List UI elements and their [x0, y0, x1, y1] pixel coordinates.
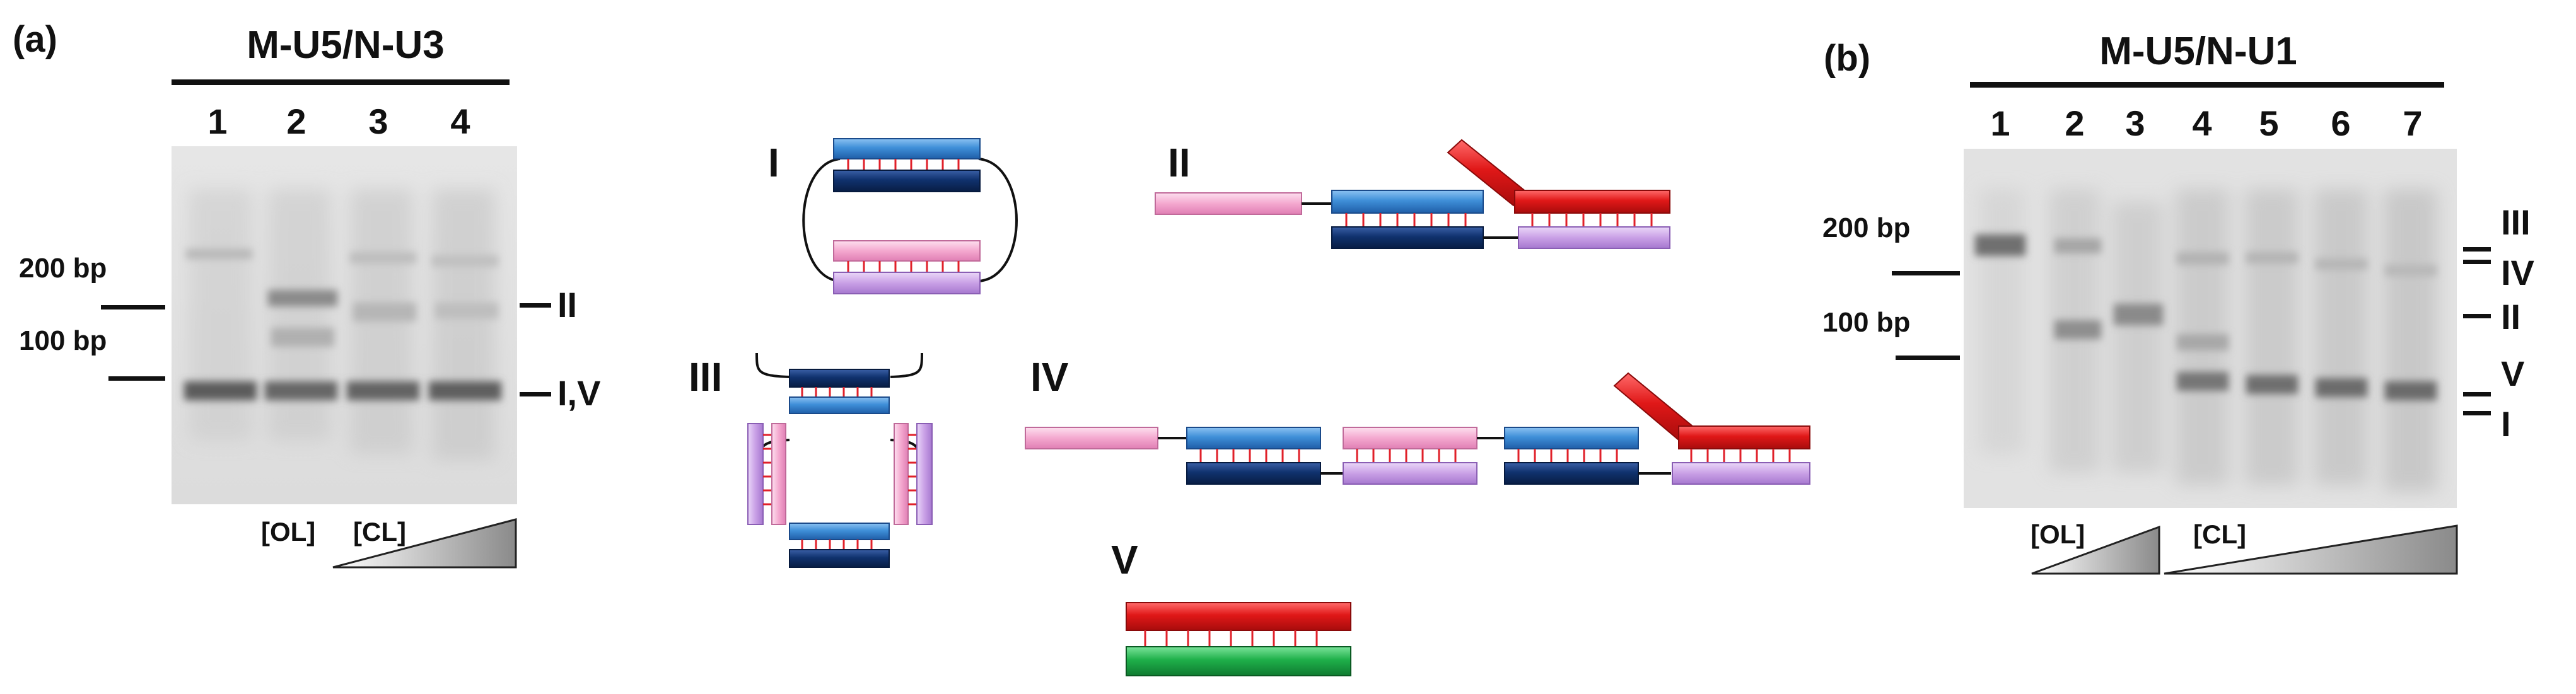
schematic-ii	[1155, 139, 1670, 249]
schematic-iv	[1025, 372, 1810, 485]
panel-b-band-iii: III	[2501, 202, 2531, 242]
panel-b-marker-100: 100 bp	[1822, 307, 1910, 338]
panel-b-gel	[1964, 149, 2457, 508]
panel-a-title-underline	[172, 79, 510, 85]
panel-b-marker-100-tick	[1896, 356, 1960, 360]
panel-a-marker-100-tick	[108, 376, 165, 381]
panel-b-band-iii-tick	[2463, 247, 2491, 252]
panel-b-band-i-tick	[2463, 411, 2491, 415]
panel-a-band-iv-tick	[520, 392, 551, 396]
panel-a-band-ii-tick	[520, 303, 551, 308]
panel-b-band-iv: IV	[2501, 253, 2534, 292]
panel-b: (b) M-U5/N-U1 1 2 3 4 5 6 7	[1822, 30, 2534, 575]
panel-b-marker-200: 200 bp	[1822, 212, 1910, 243]
panel-a-gradient-wedge	[332, 518, 517, 569]
panel-b-ol-label: [OL]	[2031, 519, 2085, 549]
panel-b-lane-6: 6	[2331, 103, 2350, 143]
panel-b-cl-label: [CL]	[2193, 519, 2246, 549]
panel-b-lane-1: 1	[1990, 103, 2010, 143]
panel-a-lane-4: 4	[450, 101, 470, 141]
panel-a-label: (a)	[13, 19, 57, 60]
panel-b-lane-4: 4	[2192, 103, 2212, 143]
panel-b-marker-200-tick	[1892, 271, 1960, 275]
panel-b-band-v-tick	[2463, 392, 2491, 396]
schematic-v	[1126, 602, 1351, 676]
schematic-label-i: I	[768, 140, 779, 185]
panel-a: (a) M-U5/N-U3 1 2 3 4	[13, 19, 600, 569]
panel-a-band-ii: II	[557, 285, 577, 325]
panel-b-band-v: V	[2501, 354, 2524, 393]
panel-b-cl-wedge	[2164, 524, 2458, 575]
panel-b-lane-5: 5	[2259, 103, 2278, 143]
schematic-label-v: V	[1111, 537, 1138, 582]
panel-a-marker-100: 100 bp	[19, 325, 107, 356]
panel-a-lane-1: 1	[207, 101, 227, 141]
panel-a-title: M-U5/N-U3	[247, 23, 444, 67]
panel-b-lane-3: 3	[2125, 103, 2145, 143]
schematic-iii	[747, 352, 933, 568]
panel-b-title-underline	[1970, 82, 2444, 88]
panel-a-marker-200-tick	[101, 305, 165, 309]
panel-b-band-ii-tick	[2463, 314, 2491, 318]
panel-a-band-iv: I,V	[557, 373, 600, 413]
schematics: I II	[689, 138, 1810, 676]
panel-a-cl-label: [CL]	[353, 517, 406, 547]
panel-a-ol-label: [OL]	[261, 517, 315, 547]
schematic-i	[802, 138, 1018, 294]
schematic-label-iii: III	[689, 354, 722, 400]
panel-a-gel	[172, 146, 517, 504]
panel-b-lane-7: 7	[2403, 103, 2422, 143]
panel-a-marker-200: 200 bp	[19, 253, 107, 284]
panel-b-lane-2: 2	[2065, 103, 2084, 143]
panel-b-ol-wedge	[2031, 525, 2160, 575]
panel-b-band-i: I	[2501, 404, 2511, 444]
panel-a-lane-3: 3	[368, 101, 388, 141]
schematic-label-ii: II	[1168, 140, 1191, 185]
panel-b-title: M-U5/N-U1	[2099, 30, 2297, 73]
panel-a-lane-2: 2	[286, 101, 306, 141]
schematic-label-iv: IV	[1030, 354, 1069, 400]
panel-b-band-iv-tick	[2463, 260, 2491, 264]
panel-b-label: (b)	[1824, 38, 1870, 79]
panel-b-band-ii: II	[2501, 297, 2521, 337]
